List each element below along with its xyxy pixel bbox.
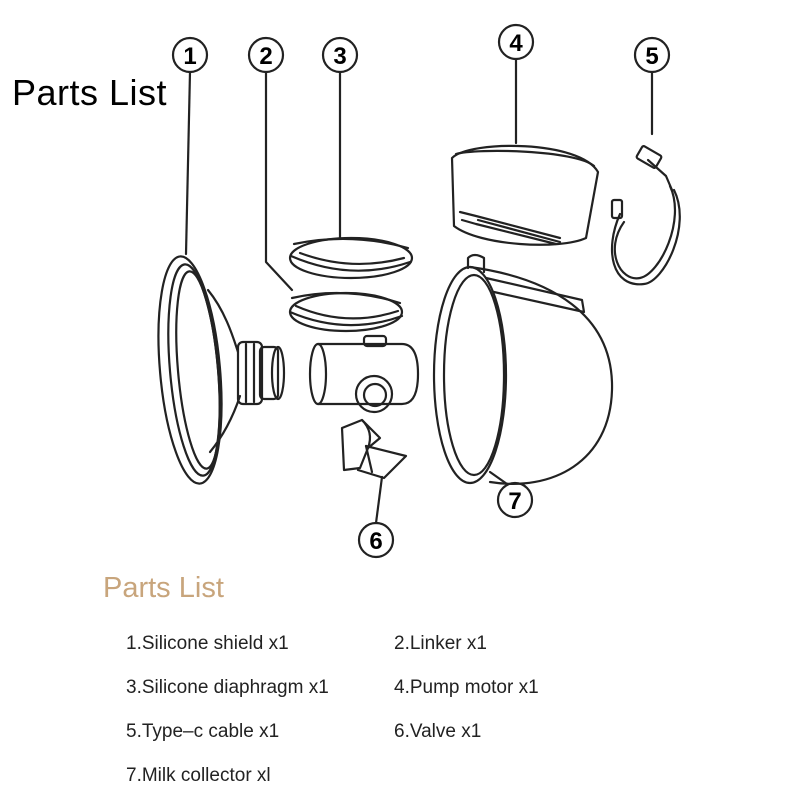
- valve-illustration: [340, 418, 408, 480]
- linker-illustration: [288, 291, 404, 333]
- callout-2: 2: [247, 36, 285, 74]
- pump-motor-illustration: [450, 144, 600, 246]
- part-item-linker: 2.Linker x1: [394, 633, 487, 654]
- type-c-cable-illustration: [610, 145, 681, 286]
- part-item-milk-collector: 7.Milk collector xl: [126, 765, 271, 786]
- callout-4: 4: [497, 23, 535, 61]
- connector-housing-illustration: [308, 334, 420, 414]
- part-item-valve: 6.Valve x1: [394, 721, 482, 742]
- callout-7: 7: [496, 481, 534, 519]
- callout-5: 5: [633, 36, 671, 74]
- silicone-shield-illustration: [157, 255, 286, 485]
- svg-text:3: 3: [333, 43, 346, 70]
- part-item-type-c-cable: 5.Type–c cable x1: [126, 721, 280, 742]
- part-item-silicone-diaphragm: 3.Silicone diaphragm x1: [126, 677, 329, 698]
- silicone-diaphragm-illustration: [288, 236, 414, 280]
- svg-text:2: 2: [259, 43, 272, 70]
- svg-text:5: 5: [645, 43, 658, 70]
- leader-lines: [184, 57, 654, 525]
- svg-text:1: 1: [183, 43, 196, 70]
- svg-text:6: 6: [369, 528, 382, 555]
- page-title: Parts List: [12, 72, 168, 113]
- milk-collector-illustration: [432, 253, 614, 485]
- part-item-silicone-shield: 1.Silicone shield x1: [126, 633, 289, 654]
- svg-text:4: 4: [509, 30, 523, 57]
- callout-1: 1: [171, 36, 209, 74]
- part-item-pump-motor: 4.Pump motor x1: [394, 677, 539, 698]
- exploded-parts-diagram: 1 2 3 4 5 6 7: [157, 23, 681, 559]
- parts-list-heading: Parts List: [103, 572, 224, 604]
- svg-text:7: 7: [508, 488, 521, 515]
- callout-6: 6: [357, 521, 395, 559]
- callout-3: 3: [321, 36, 359, 74]
- parts-list: 1.Silicone shield x1 2.Linker x1 3.Silic…: [126, 632, 606, 788]
